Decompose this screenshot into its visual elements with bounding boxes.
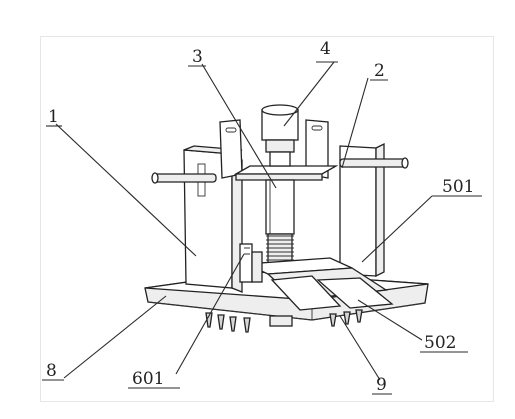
label-8: 8 xyxy=(46,361,57,381)
right-frame-wall xyxy=(339,142,385,278)
left-shaft xyxy=(151,172,217,184)
label-3: 3 xyxy=(192,47,203,67)
small-bracket xyxy=(239,243,263,283)
back-upright-right xyxy=(305,119,329,179)
top-cross-plate xyxy=(233,165,339,181)
label-4: 4 xyxy=(320,39,331,59)
label-1: 1 xyxy=(48,107,59,127)
chute-502 xyxy=(270,275,394,311)
reference-numerals: 1 2 3 4 501 502 601 8 9 xyxy=(42,39,482,395)
motor xyxy=(261,104,299,167)
label-601: 601 xyxy=(132,369,164,389)
right-shaft xyxy=(339,157,409,169)
label-501: 501 xyxy=(442,177,474,197)
back-upright-left xyxy=(219,119,243,179)
label-502: 502 xyxy=(424,333,456,353)
press-rod xyxy=(265,179,295,235)
leader-lines xyxy=(55,61,433,381)
label-9: 9 xyxy=(376,375,387,395)
label-2: 2 xyxy=(374,61,385,81)
